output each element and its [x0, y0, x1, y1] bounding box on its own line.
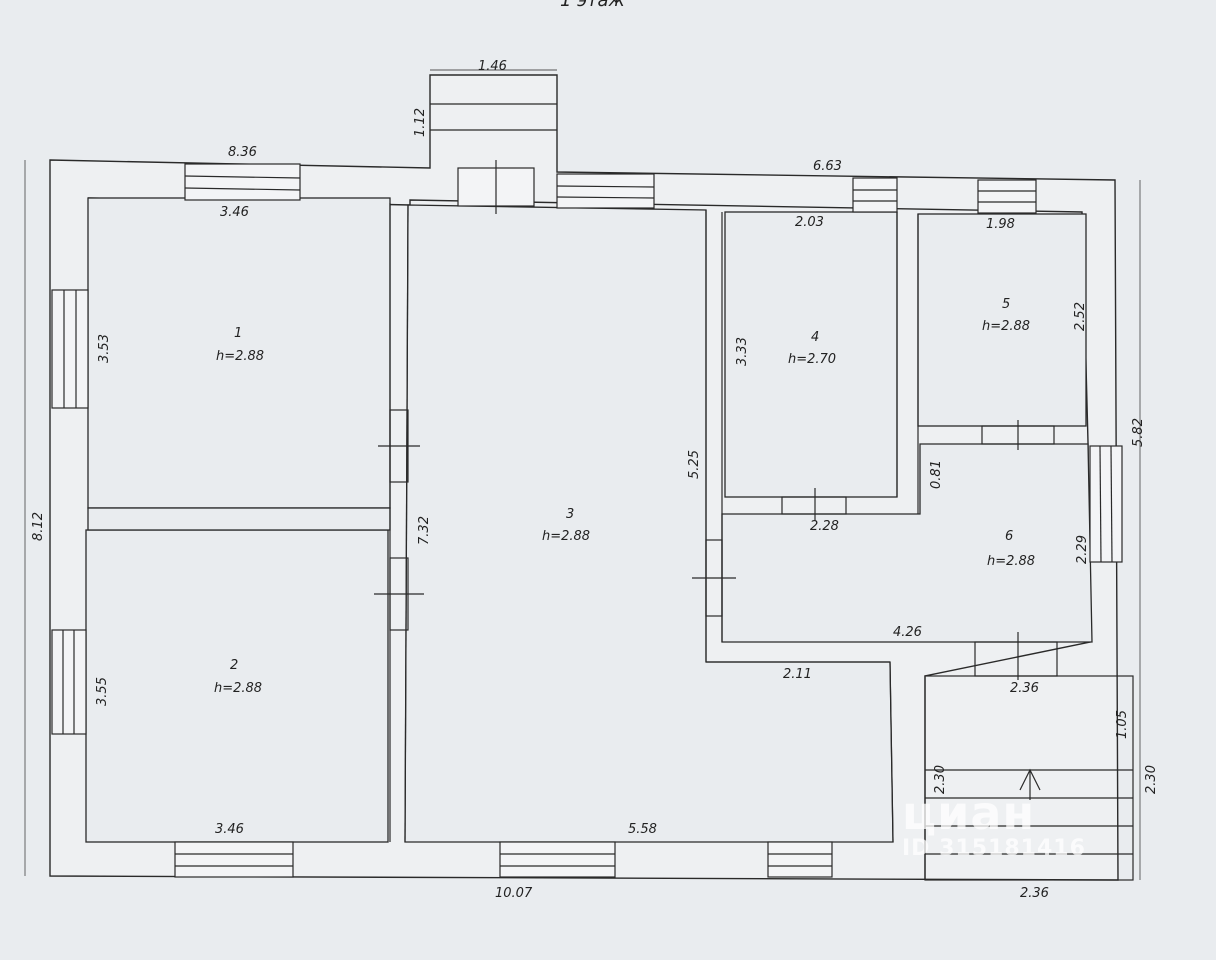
porch — [430, 103, 557, 214]
doors — [374, 409, 1058, 680]
dim-top-left: 8.36 — [228, 145, 257, 160]
dim-room5-width: 1.98 — [986, 217, 1015, 232]
dim-stair-right: 2.30 — [1143, 765, 1159, 794]
window-bottom-1 — [174, 841, 294, 878]
dim-corridor-height: 5.25 — [686, 450, 702, 479]
stair-block — [924, 675, 1134, 881]
dimension-lines — [24, 69, 1141, 880]
staircase — [924, 675, 1134, 881]
dim-room3-width: 5.58 — [628, 822, 657, 837]
window-left-2 — [51, 629, 87, 735]
room-3-height: h=2.88 — [542, 529, 591, 544]
window-right — [1089, 445, 1123, 563]
dim-stair-depth: 1.05 — [1114, 710, 1130, 739]
windows — [51, 163, 1123, 878]
room-5-height: h=2.88 — [982, 319, 1031, 334]
dim-room4-height: 3.33 — [734, 337, 750, 366]
dim-room6-height: 2.29 — [1074, 535, 1090, 564]
floor-title: 1 этаж — [560, 0, 625, 11]
dim-passage: 0.81 — [928, 460, 944, 489]
dim-room1-width: 3.46 — [220, 205, 249, 220]
dim-room3-height: 7.32 — [416, 516, 432, 545]
room-5-outline — [917, 213, 1087, 427]
partition-strip — [87, 507, 391, 531]
room-outlines — [85, 197, 1093, 843]
dim-top-right: 6.63 — [813, 159, 842, 174]
dim-bottom-total: 10.07 — [495, 886, 533, 901]
window-left-1 — [51, 289, 89, 409]
room-1-outline — [87, 197, 391, 509]
dim-stair-top: 2.36 — [1010, 681, 1039, 696]
door-room4 — [781, 496, 847, 515]
room-2-height: h=2.88 — [214, 681, 263, 696]
window-top-1 — [184, 163, 301, 201]
room-3-number: 3 — [566, 507, 575, 522]
room-6-number: 6 — [1005, 529, 1014, 544]
room-1-number: 1 — [234, 326, 243, 341]
dim-room4-width: 2.03 — [795, 215, 824, 230]
dim-room4-bottom: 2.28 — [810, 519, 839, 534]
dim-room2-height: 3.55 — [94, 677, 110, 706]
room-6-height: h=2.88 — [987, 554, 1036, 569]
dim-porch-width: 1.46 — [478, 59, 507, 74]
room-1-height: h=2.88 — [216, 349, 265, 364]
stair-arrow-icon — [1019, 768, 1041, 791]
dim-left-total: 8.12 — [30, 512, 46, 541]
dim-right-total: 5.82 — [1130, 418, 1146, 447]
room-4-outline — [724, 211, 898, 498]
window-top-2 — [556, 173, 655, 209]
watermark-id: ID 315181416 — [902, 836, 1086, 861]
dim-room5-height: 2.52 — [1072, 302, 1088, 331]
dim-stair-bottom: 2.36 — [1020, 886, 1049, 901]
dim-corridor-width: 2.11 — [783, 667, 812, 682]
dim-room2-width: 3.46 — [215, 822, 244, 837]
dim-porch-depth: 1.12 — [412, 108, 428, 137]
window-top-3 — [852, 177, 898, 213]
window-bottom-2 — [499, 841, 616, 878]
room-5-number: 5 — [1002, 297, 1011, 312]
room-4-number: 4 — [811, 330, 820, 345]
room-2-number: 2 — [230, 658, 239, 673]
watermark-brand: циан — [902, 786, 1036, 840]
window-top-4 — [977, 179, 1037, 214]
dim-room1-height: 3.53 — [96, 334, 112, 363]
dim-room6-width: 4.26 — [893, 625, 922, 640]
watermark: циан ID 315181416 — [902, 790, 1086, 860]
window-bottom-3 — [767, 841, 833, 878]
room-4-height: h=2.70 — [788, 352, 837, 367]
